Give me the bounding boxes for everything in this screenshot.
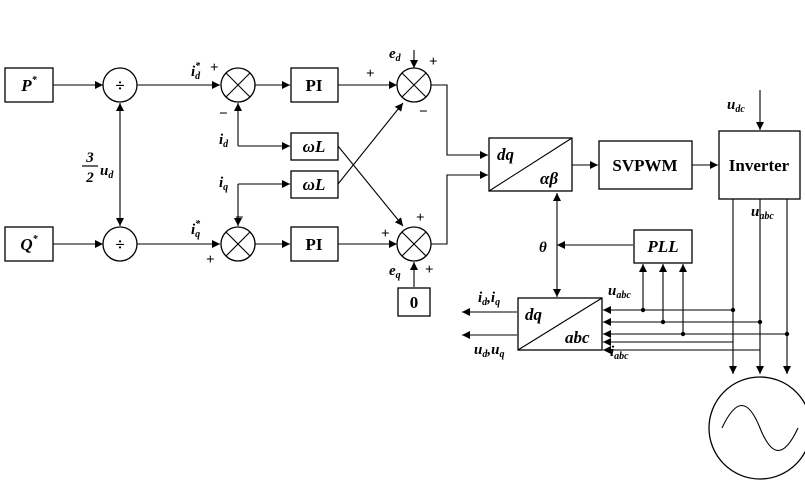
id-label: id [219, 132, 229, 150]
pll-label: PLL [646, 237, 678, 256]
uabc-park-label: uabc [608, 283, 631, 301]
zero-label: 0 [410, 293, 419, 312]
gain-numerator: 3 [85, 150, 94, 166]
iabc-label: iabc [610, 344, 629, 362]
gain-voltage: ud [100, 163, 114, 181]
eq-label: eq [389, 263, 401, 281]
junction-dot [640, 307, 646, 313]
divider-top: ÷ [102, 67, 138, 103]
sign-sum-iq-minus: − [235, 210, 244, 226]
wl-block-bottom: ωL [290, 170, 339, 199]
sign-sum-vd-pi: + [366, 66, 375, 82]
inverse-park-top-label: dq [497, 145, 515, 164]
sum-junction-vq [396, 226, 432, 262]
park-bottom-label: abc [565, 328, 590, 347]
sign-sum-id-plus: + [210, 60, 219, 76]
wire-wl-bottom-to-sum-vd [337, 102, 404, 185]
pll-block: PLL [633, 229, 693, 264]
sum-junction-vd [396, 67, 432, 103]
pi-d-label: PI [306, 76, 323, 95]
sign-sum-iq-plus: + [206, 252, 215, 268]
pi-q-label: PI [306, 235, 323, 254]
signal-wires [53, 50, 791, 374]
ed-label: ed [389, 46, 402, 64]
sign-sum-vq-eq: + [425, 262, 434, 278]
p-ref-block: P* [4, 67, 54, 103]
inverter-label: Inverter [729, 156, 790, 175]
park-block: dq abc [517, 297, 603, 351]
divider-top-symbol: ÷ [115, 76, 124, 95]
junction-dot [757, 319, 763, 325]
q-ref-block: Q* [4, 226, 54, 262]
id-ref-label: i*d [191, 61, 201, 82]
wl-block-top: ωL [290, 132, 339, 161]
junction-dot [730, 307, 736, 313]
sign-sum-vd-ed: + [429, 54, 438, 70]
inverse-park-bottom-label: αβ [540, 169, 558, 188]
signal-labels: 3 2 ud i*d i*q id iq ed eq θ udc uabc ua… [82, 46, 774, 362]
p-ref-label: P* [20, 75, 37, 95]
q-ref-label: Q* [20, 234, 38, 254]
sign-sum-vq-cross: + [416, 210, 425, 226]
sum-junction-id [220, 67, 256, 103]
sign-sum-id-minus: − [219, 106, 228, 122]
park-top-label: dq [525, 305, 543, 324]
pi-block-q: PI [290, 226, 339, 262]
gain-denominator: 2 [85, 170, 94, 186]
inverse-park-block: dq αβ [488, 137, 573, 192]
sum-signs: + − − + + + − + + + [206, 54, 438, 278]
junction-dot [784, 331, 790, 337]
junction-dot [680, 331, 686, 337]
divider-bottom: ÷ [102, 226, 138, 262]
wire-vq-to-inverse-park [431, 171, 488, 245]
svpwm-block: SVPWM [598, 140, 693, 190]
ac-source-icon [708, 376, 805, 480]
sum-junction-iq [220, 226, 256, 262]
pi-block-d: PI [290, 67, 339, 103]
wire-wl-top-to-sum-vq [337, 145, 404, 227]
sign-sum-vd-cross: − [419, 104, 428, 120]
iq-ref-label: i*q [191, 219, 201, 240]
svpwm-label: SVPWM [612, 156, 677, 175]
output-voltage-label: ud,uq [474, 342, 504, 360]
divider-bottom-symbol: ÷ [115, 235, 124, 254]
wire-vd-to-inverse-park [431, 84, 488, 159]
uabc-inverter-label: uabc [751, 204, 774, 222]
junction-dot [660, 319, 666, 325]
zero-block: 0 [397, 287, 431, 317]
inverter-block: Inverter [718, 130, 801, 200]
output-current-label: id,iq [478, 290, 500, 308]
theta-label: θ [539, 240, 547, 256]
iq-label: iq [219, 175, 228, 193]
udc-label: udc [727, 97, 745, 115]
wl-bottom-label: ωL [303, 175, 326, 194]
wl-top-label: ωL [303, 137, 326, 156]
sign-sum-vq-pi: + [381, 226, 390, 242]
